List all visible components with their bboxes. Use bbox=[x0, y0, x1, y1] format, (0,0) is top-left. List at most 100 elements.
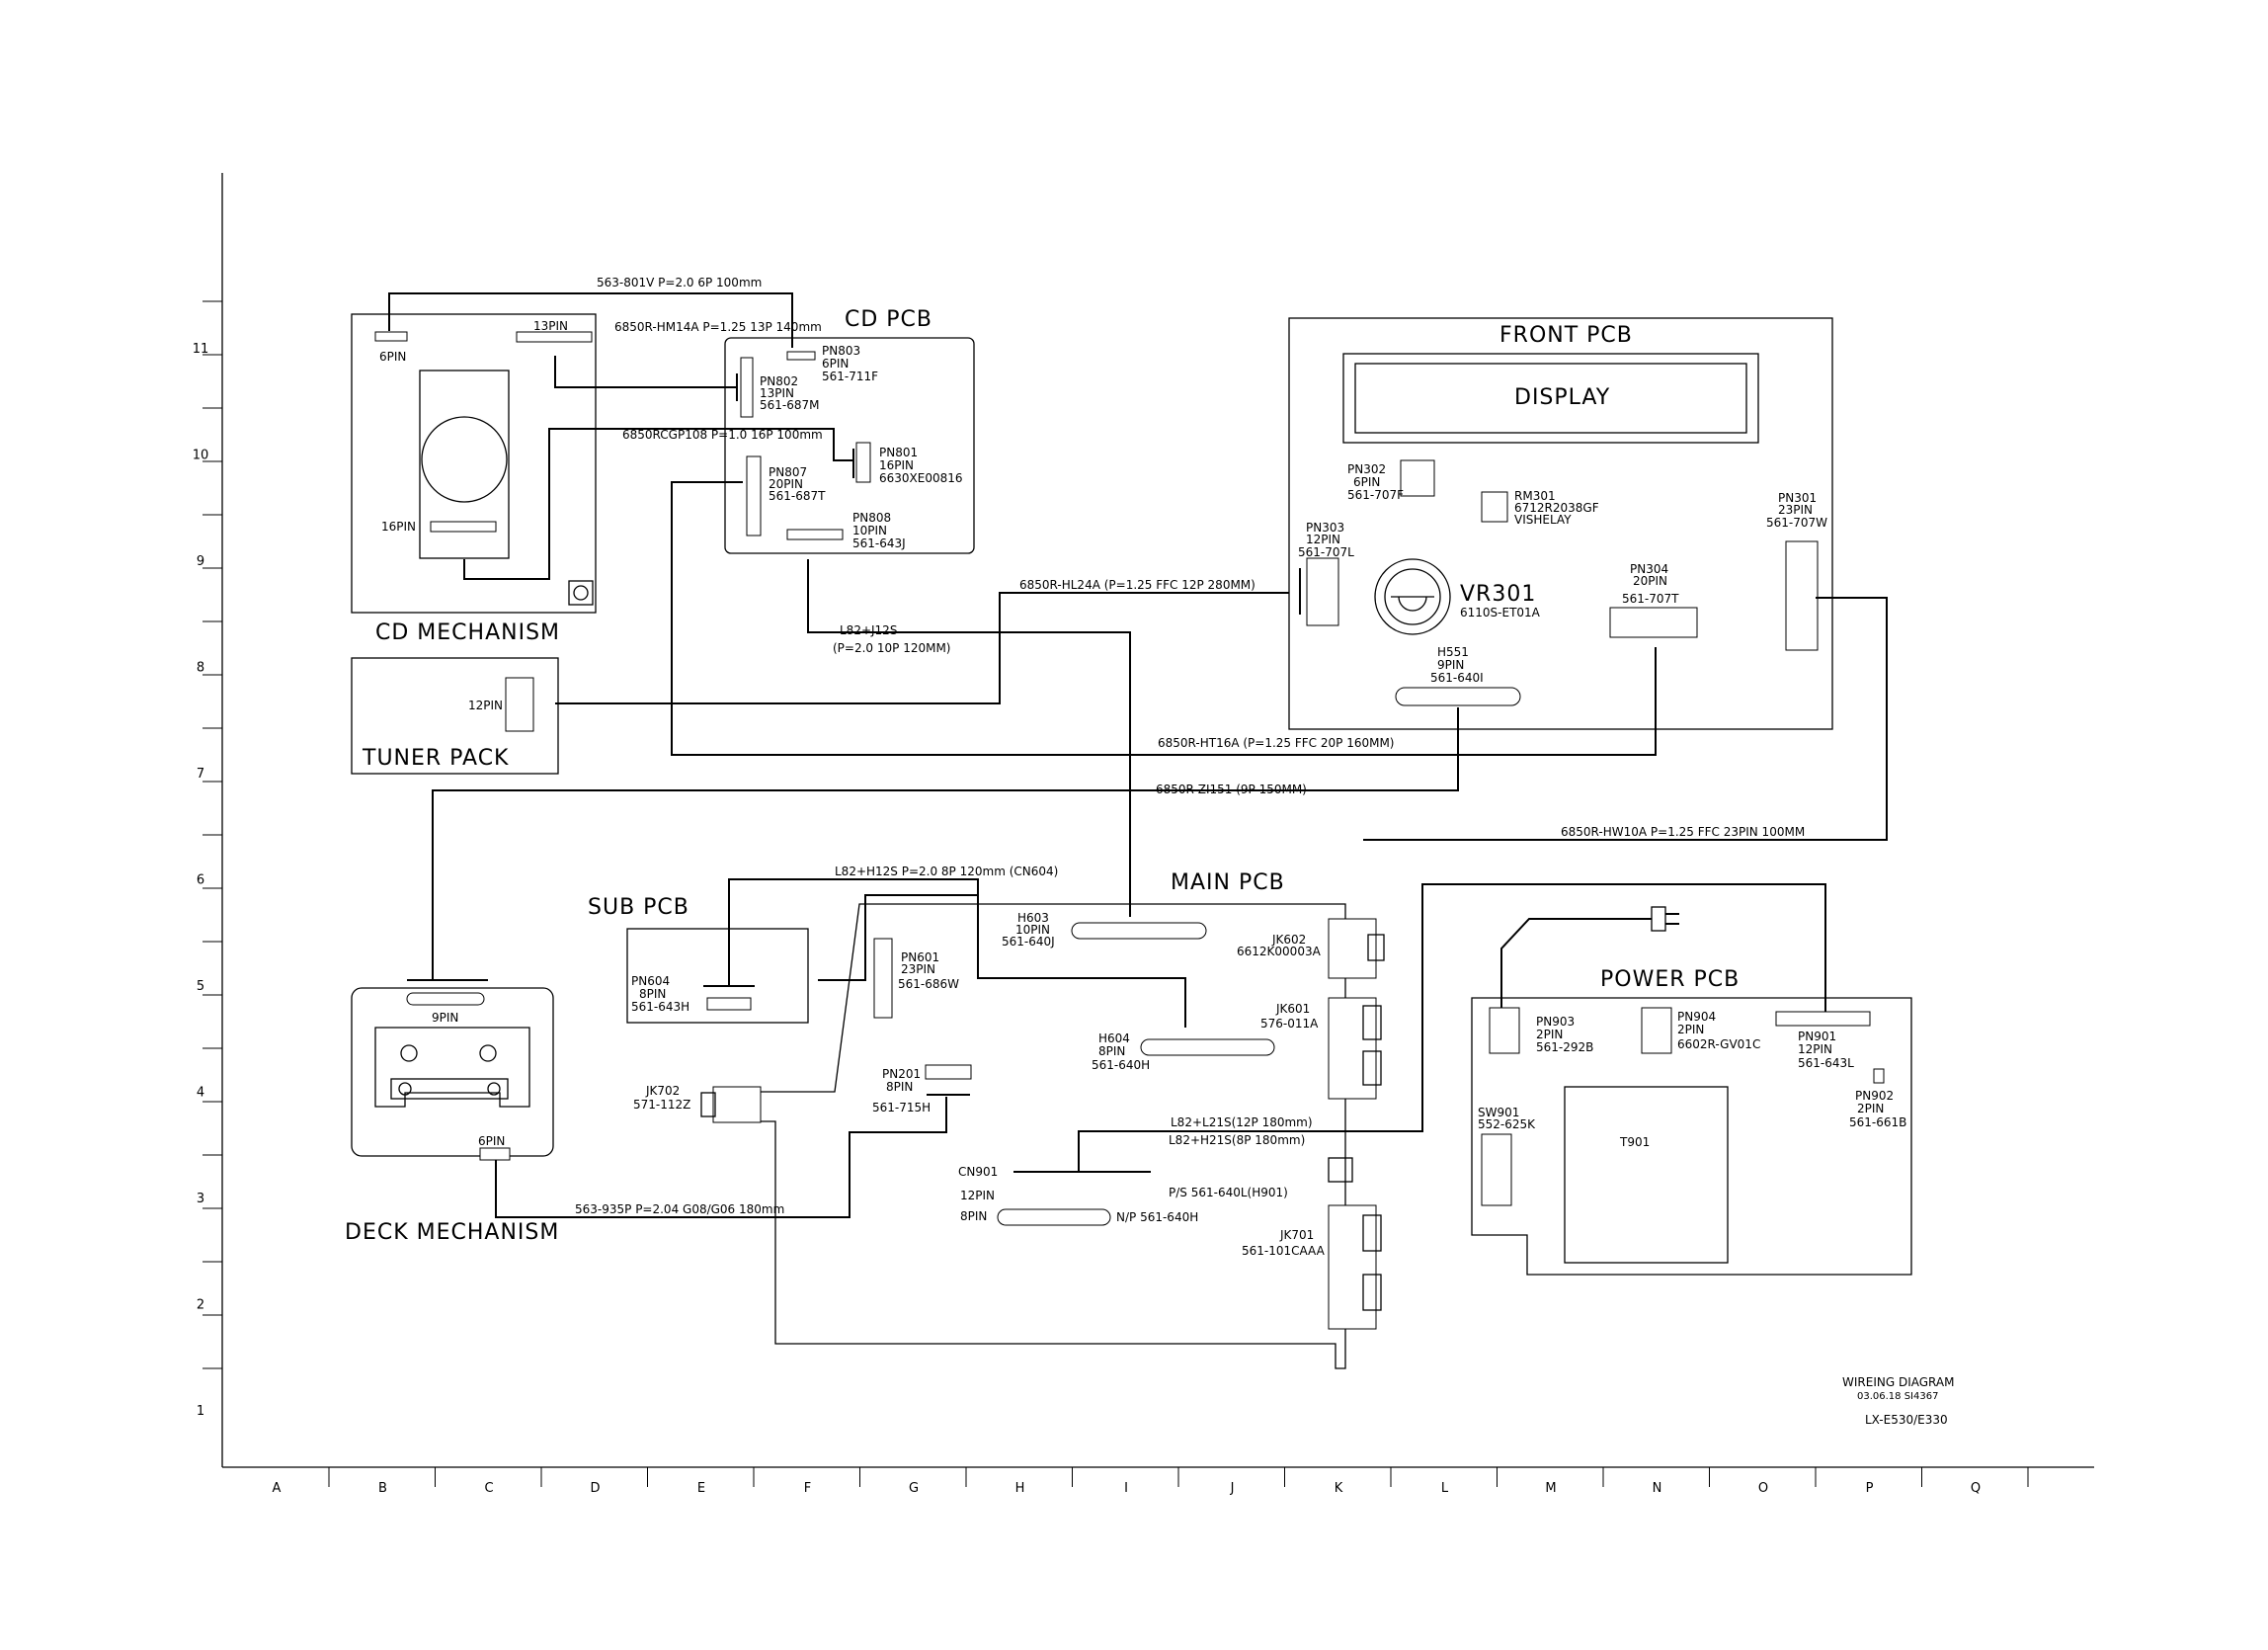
t901-label: T901 bbox=[1619, 1135, 1650, 1149]
cn901-8pin: 8PIN bbox=[960, 1209, 987, 1223]
title-block: WIREING DIAGRAM 03.06.18 SI4367 LX-E530/… bbox=[1842, 1375, 1954, 1427]
cd-mechanism-label: CD MECHANISM bbox=[375, 620, 560, 645]
h603-part: 561-640J bbox=[1002, 935, 1055, 949]
pn303-label: PN303 bbox=[1306, 521, 1344, 535]
pn903-label: PN903 bbox=[1536, 1015, 1575, 1029]
pn902-pins: 2PIN bbox=[1857, 1102, 1884, 1115]
grid-row-label: 7 bbox=[197, 767, 204, 782]
cable-hl24a-label: 6850R-HL24A (P=1.25 FFC 12P 280MM) bbox=[1019, 578, 1256, 592]
cable-labels: 563-801V P=2.0 6P 100mm 6850R-HM14A P=1.… bbox=[575, 276, 1805, 1216]
pn904-label: PN904 bbox=[1677, 1010, 1716, 1024]
rm301-part: 6712R2038GF bbox=[1514, 501, 1599, 515]
pn301-label: PN301 bbox=[1778, 491, 1817, 505]
pn604-part: 561-643H bbox=[631, 1000, 689, 1014]
grid-column-label: M bbox=[1545, 1481, 1556, 1496]
pn201-part: 561-715H bbox=[872, 1101, 931, 1114]
deck-mechanism-label: DECK MECHANISM bbox=[345, 1220, 559, 1245]
rm301-vendor: VISHELAY bbox=[1514, 513, 1572, 527]
cable-ht16a-label: 6850R-HT16A (P=1.25 FFC 20P 160MM) bbox=[1158, 736, 1394, 750]
grid-row-label: 4 bbox=[197, 1086, 204, 1101]
h551-pins: 9PIN bbox=[1437, 658, 1464, 672]
h604-part: 561-640H bbox=[1092, 1058, 1150, 1072]
h551-part: 561-640I bbox=[1430, 671, 1484, 685]
title-line-2: 03.06.18 SI4367 bbox=[1857, 1391, 1938, 1402]
cable-935p-label: 563-935P P=2.04 G08/G06 180mm bbox=[575, 1202, 784, 1216]
cn901-12pin: 12PIN bbox=[960, 1189, 995, 1202]
pn901-label: PN901 bbox=[1798, 1030, 1836, 1043]
pn904-pins: 2PIN bbox=[1677, 1023, 1704, 1036]
grid-column-label: Q bbox=[1971, 1481, 1981, 1496]
pn903-pins: 2PIN bbox=[1536, 1028, 1563, 1041]
cd-pcb: CD PCB PN803 6PIN 561-711F PN802 13PIN 5… bbox=[724, 307, 975, 554]
pn901-part: 561-643L bbox=[1798, 1056, 1854, 1070]
grid-column-label: I bbox=[1124, 1481, 1128, 1496]
deck-9pin-label: 9PIN bbox=[432, 1011, 458, 1025]
pn604-label: PN604 bbox=[631, 974, 670, 988]
ps-connector-label: P/S 561-640L(H901) bbox=[1169, 1186, 1288, 1199]
cable-j12s-spec: (P=2.0 10P 120MM) bbox=[833, 641, 950, 655]
np-connector-label: N/P 561-640H bbox=[1116, 1210, 1198, 1224]
pn803-pins: 6PIN bbox=[822, 357, 849, 371]
cn901-label: CN901 bbox=[958, 1165, 998, 1179]
jk601-part: 576-011A bbox=[1260, 1017, 1319, 1031]
pn903-part: 561-292B bbox=[1536, 1040, 1593, 1054]
main-pcb: MAIN PCB H603 10PIN 561-640J JK602 6612K… bbox=[633, 870, 1385, 1369]
grid-column-label: O bbox=[1758, 1481, 1768, 1496]
grid-row-label: 1 bbox=[197, 1404, 204, 1419]
pn304-part: 561-707T bbox=[1622, 592, 1679, 606]
pn808-part: 561-643J bbox=[852, 536, 906, 550]
pn201-pins: 8PIN bbox=[886, 1080, 913, 1094]
jk602-label: JK602 bbox=[1271, 933, 1306, 947]
pn302-pins: 6PIN bbox=[1353, 475, 1380, 489]
grid-row-label: 8 bbox=[197, 661, 204, 676]
deck-6pin-label: 6PIN bbox=[478, 1134, 505, 1148]
cable-hm14a-label: 6850R-HM14A P=1.25 13P 140mm bbox=[614, 320, 822, 334]
wires bbox=[388, 292, 1888, 1218]
jk601-label: JK601 bbox=[1275, 1002, 1310, 1016]
cd-mech-16pin-label: 16PIN bbox=[381, 520, 416, 534]
cd-mech-13pin-label: 13PIN bbox=[533, 319, 568, 333]
cable-h12s-label: L82+H12S P=2.0 8P 120mm (CN604) bbox=[835, 865, 1058, 878]
pn802-label: PN802 bbox=[760, 374, 798, 388]
tuner-pack-label: TUNER PACK bbox=[362, 746, 510, 771]
pn902-label: PN902 bbox=[1855, 1089, 1894, 1103]
jk602-part: 6612K00003A bbox=[1237, 945, 1322, 958]
cable-l21s-label: L82+L21S(12P 180mm) bbox=[1171, 1115, 1313, 1129]
pn802-part: 561-687M bbox=[760, 398, 820, 412]
jk701-part: 561-101CAAA bbox=[1242, 1244, 1326, 1258]
grid-column-label: L bbox=[1441, 1481, 1449, 1496]
pn901-pins: 12PIN bbox=[1798, 1042, 1832, 1056]
grid-column-label: P bbox=[1866, 1481, 1874, 1496]
main-pcb-label: MAIN PCB bbox=[1171, 870, 1285, 895]
sw901-label: SW901 bbox=[1478, 1106, 1519, 1119]
jk702-label: JK702 bbox=[645, 1084, 680, 1098]
pn904-part: 6602R-GV01C bbox=[1677, 1037, 1760, 1051]
cable-zi151-label: 6850R-ZI151 (9P 150MM) bbox=[1156, 783, 1307, 796]
tuner-12pin-label: 12PIN bbox=[468, 699, 503, 712]
cable-rcgp108-label: 6850RCGP108 P=1.0 16P 100mm bbox=[622, 428, 823, 442]
grid-row-label: 9 bbox=[197, 554, 204, 569]
pn604-pins: 8PIN bbox=[639, 987, 666, 1001]
pn601-part: 561-686W bbox=[898, 977, 959, 991]
jk702-part: 571-112Z bbox=[633, 1098, 690, 1112]
pn302-part: 561-707F bbox=[1347, 488, 1404, 502]
vr301-label: VR301 bbox=[1460, 582, 1536, 607]
pn902-part: 561-661B bbox=[1849, 1115, 1906, 1129]
h603-pins: 10PIN bbox=[1015, 923, 1050, 937]
sw901-part: 552-625K bbox=[1478, 1117, 1536, 1131]
grid-column-label: E bbox=[697, 1481, 705, 1496]
jk701-label: JK701 bbox=[1279, 1228, 1314, 1242]
tuner-pack: 12PIN TUNER PACK bbox=[351, 657, 559, 775]
model-number: LX-E530/E330 bbox=[1865, 1413, 1948, 1427]
power-pcb-label: POWER PCB bbox=[1600, 967, 1740, 992]
grid-column-label: G bbox=[909, 1481, 919, 1496]
front-pcb-label: FRONT PCB bbox=[1499, 323, 1633, 348]
pn303-pins: 12PIN bbox=[1306, 533, 1340, 546]
sub-pcb-label: SUB PCB bbox=[588, 895, 689, 920]
pn301-part: 561-707W bbox=[1766, 516, 1827, 530]
h603-label: H603 bbox=[1017, 911, 1049, 925]
pn802-pins: 13PIN bbox=[760, 386, 794, 400]
pn803-part: 561-711F bbox=[822, 370, 878, 383]
pn801-part: 6630XE00816 bbox=[879, 471, 963, 485]
grid-row-label: 11 bbox=[193, 342, 209, 357]
